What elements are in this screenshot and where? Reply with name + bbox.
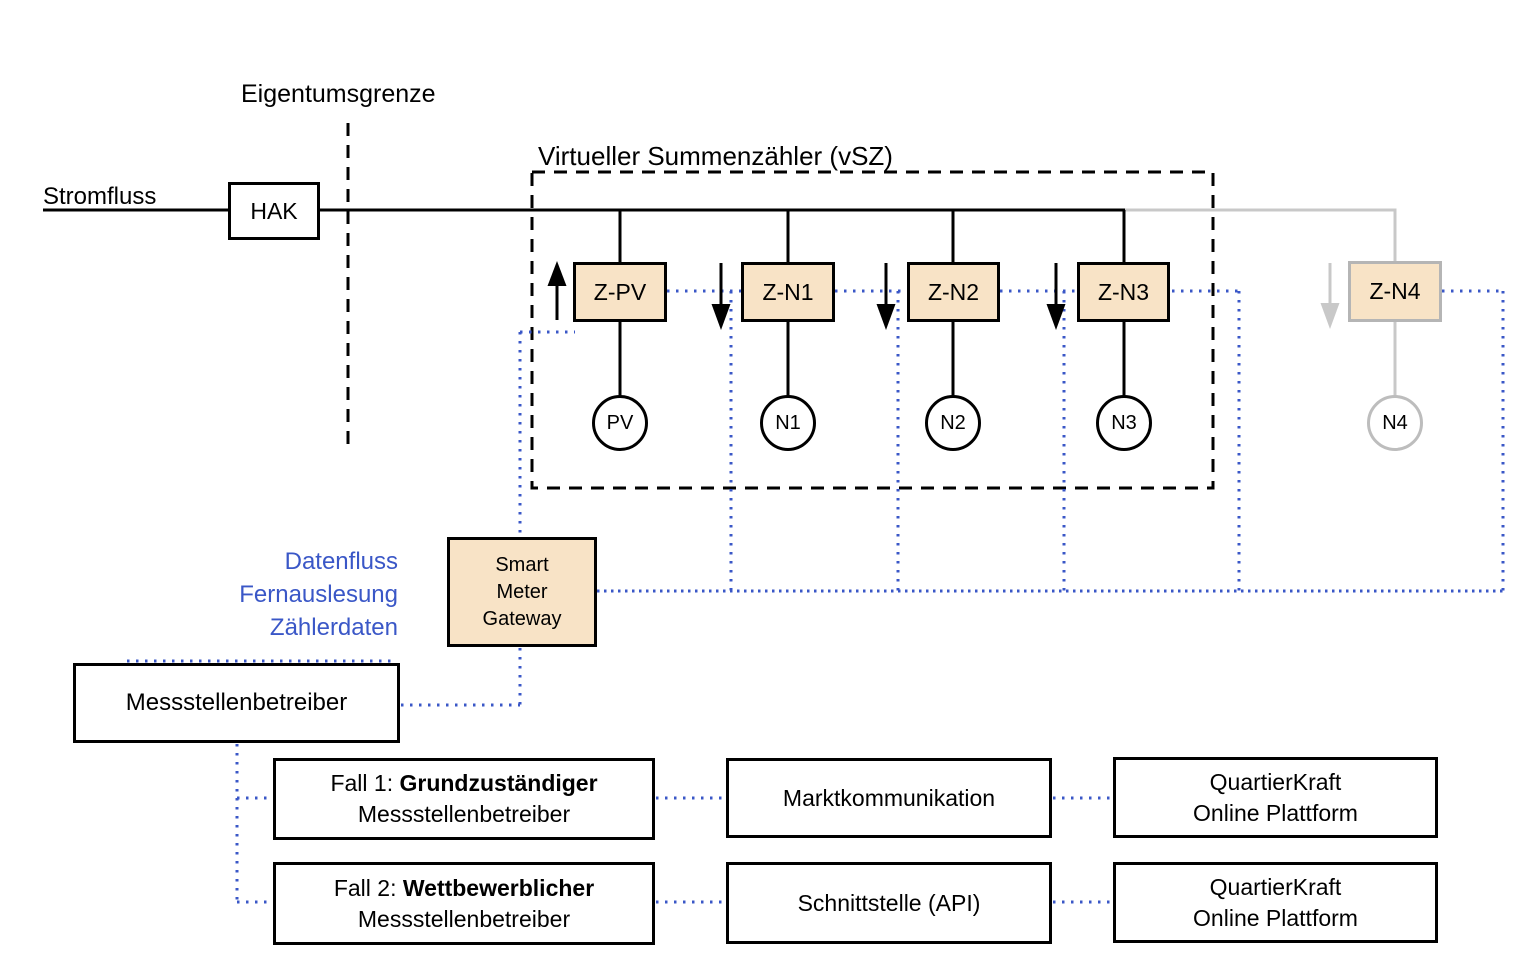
legend-line-3: Zählerdaten bbox=[269, 614, 398, 641]
meter-label-zn3: Z-N3 bbox=[1097, 278, 1150, 305]
arrow-up-pv-head bbox=[547, 261, 567, 286]
eigentumsgrenze-label: Eigentumsgrenze bbox=[241, 80, 436, 108]
vsz-dashed-frame bbox=[530, 170, 1215, 490]
circle-n3: N3 bbox=[1096, 395, 1152, 451]
circle-label-n2: N2 bbox=[940, 411, 966, 434]
circle-label-n1: N1 bbox=[775, 411, 801, 434]
marktkommunikation-label: Marktkommunikation bbox=[782, 784, 996, 811]
meter-label-zn1: Z-N1 bbox=[762, 278, 814, 305]
circle-n1: N1 bbox=[760, 395, 816, 451]
vsz-title: Virtueller Summenzähler (vSZ) bbox=[538, 141, 893, 171]
fall1-box: Fall 1: Grundzuständiger Messstellenbetr… bbox=[273, 758, 655, 840]
platform1-line2: Online Plattform bbox=[1193, 799, 1358, 826]
fall2-box: Fall 2: Wettbewerblicher Messstellenbetr… bbox=[273, 862, 655, 945]
gateway-line-3: Gateway bbox=[482, 607, 562, 630]
fall1-line1: Fall 1: Grundzuständiger bbox=[330, 768, 597, 799]
power-line-gray bbox=[1125, 208, 1397, 261]
fall2-bold: Wettbewerblicher bbox=[402, 874, 595, 901]
fall2-line1: Fall 2: Wettbewerblicher bbox=[334, 873, 594, 904]
meter-label-zn2: Z-N2 bbox=[927, 278, 980, 305]
platform-box-1: QuartierKraft Online Plattform bbox=[1113, 757, 1438, 838]
circle-pv: PV bbox=[592, 395, 648, 451]
flow-arrows bbox=[547, 261, 1340, 330]
api-box: Schnittstelle (API) bbox=[726, 862, 1052, 944]
msb-label: Messstellenbetreiber bbox=[125, 689, 348, 716]
hak-label: HAK bbox=[250, 197, 298, 224]
meter-box-zpv: Z-PV bbox=[573, 262, 667, 322]
fall1-line2: Messstellenbetreiber bbox=[357, 801, 571, 827]
data-flow-lines bbox=[127, 289, 1505, 904]
fall1-bold: Grundzuständiger bbox=[399, 770, 598, 796]
marktkommunikation-box: Marktkommunikation bbox=[726, 758, 1052, 838]
circle-label-n3: N3 bbox=[1111, 411, 1137, 434]
msb-box: Messstellenbetreiber bbox=[73, 663, 400, 743]
gateway-line-2: Meter bbox=[496, 580, 548, 603]
arrow-down-n3-head bbox=[1046, 304, 1066, 330]
platform1-line1: QuartierKraft bbox=[1209, 768, 1342, 795]
gateway-line-1: Smart bbox=[495, 553, 549, 576]
fall2-prefix: Fall 2: bbox=[333, 874, 403, 901]
fall1-prefix: Fall 1: bbox=[330, 770, 400, 796]
meter-box-zn2: Z-N2 bbox=[907, 262, 1000, 322]
arrow-down-n2-head bbox=[876, 304, 896, 330]
legend-line-1: Datenfluss bbox=[284, 548, 398, 575]
meter-box-zn4: Z-N4 bbox=[1348, 261, 1442, 322]
fall2-line2: Messstellenbetreiber bbox=[357, 905, 571, 932]
arrow-down-n4-head bbox=[1320, 303, 1340, 329]
platform-box-2: QuartierKraft Online Plattform bbox=[1113, 862, 1438, 943]
circle-label-pv: PV bbox=[606, 411, 634, 434]
stromfluss-label: Stromfluss bbox=[43, 183, 157, 210]
legend-line-2: Fernauslesung bbox=[239, 581, 398, 608]
platform2-line2: Online Plattform bbox=[1193, 904, 1358, 931]
meter-label-zpv: Z-PV bbox=[593, 278, 647, 305]
circle-label-n4: N4 bbox=[1382, 411, 1408, 434]
api-label: Schnittstelle (API) bbox=[797, 889, 981, 916]
meter-box-zn3: Z-N3 bbox=[1077, 262, 1170, 322]
circle-n4: N4 bbox=[1367, 395, 1423, 451]
meter-box-zn1: Z-N1 bbox=[741, 262, 835, 322]
circle-n2: N2 bbox=[925, 395, 981, 451]
hak-box: HAK bbox=[228, 182, 320, 240]
smart-meter-gateway-box: Smart Meter Gateway bbox=[447, 537, 597, 647]
dataflow-legend: Datenfluss Fernauslesung Zählerdaten bbox=[180, 545, 398, 644]
arrow-down-n1-head bbox=[711, 304, 731, 330]
platform2-line1: QuartierKraft bbox=[1209, 873, 1342, 900]
meter-label-zn4: Z-N4 bbox=[1369, 278, 1421, 304]
